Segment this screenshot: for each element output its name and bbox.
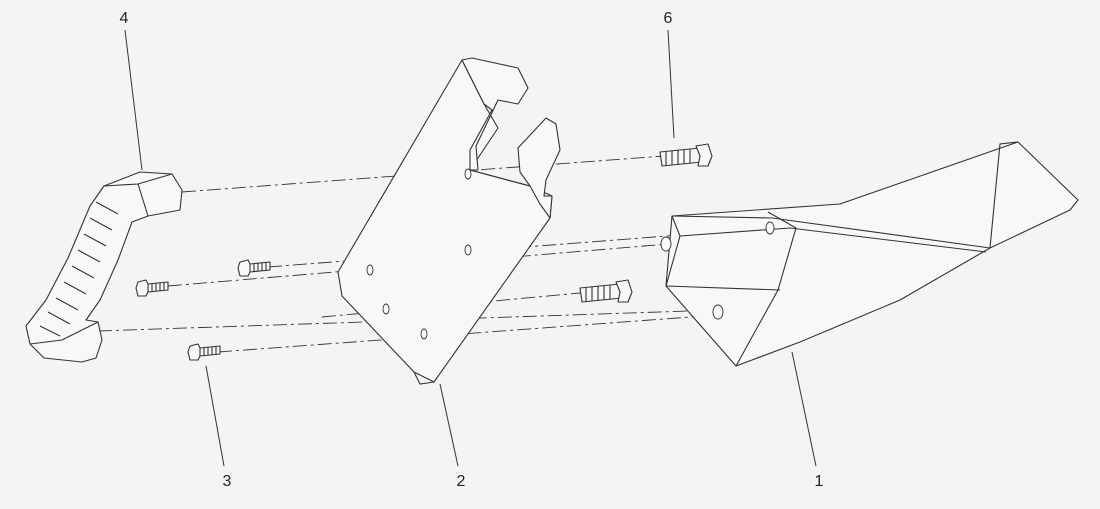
part-screw-bottom — [187, 343, 221, 361]
leader-line-4 — [124, 29, 143, 171]
mount-hole — [765, 221, 775, 235]
screw-head — [187, 343, 203, 361]
screw-threads — [253, 262, 267, 272]
bolt-threads — [665, 149, 691, 166]
bracket-hole — [382, 303, 390, 315]
bolt-head — [695, 143, 713, 167]
handle-bottom-face — [29, 321, 99, 345]
part-bolt-lower — [579, 279, 633, 303]
callout-1: 1 — [815, 473, 824, 490]
screw-shank — [199, 345, 221, 357]
handle-inner-edge — [137, 183, 149, 217]
leader-lines — [124, 29, 817, 467]
mount-lower-edge — [665, 285, 781, 291]
callout-3: 3 — [223, 473, 232, 490]
handle-body — [25, 171, 183, 363]
bracket-lower-tab — [517, 117, 561, 219]
part-screw-upper — [237, 259, 271, 277]
part-bolt-top — [659, 143, 713, 167]
part-mount — [660, 141, 1079, 367]
bracket-hole — [420, 328, 428, 340]
part-bracket — [337, 57, 561, 385]
mount-inner-fold — [679, 227, 987, 253]
mount-chute — [665, 141, 1079, 367]
leader-line-2 — [439, 383, 459, 467]
axis-line-handle-top — [181, 155, 665, 193]
screw-head — [237, 259, 253, 277]
mount-chute-tip — [989, 141, 1019, 249]
screw-threads — [203, 346, 217, 356]
bracket-hole — [464, 168, 472, 180]
bracket-bottom-lip — [413, 371, 435, 385]
mount-hole — [712, 304, 724, 320]
callout-4: 4 — [120, 10, 129, 27]
callouts: 4 6 3 2 1 — [120, 10, 824, 490]
part-screw-mid — [135, 279, 169, 297]
bolt-head — [615, 279, 633, 303]
screw-shank — [147, 281, 169, 293]
screw-shank — [249, 261, 271, 273]
leader-line-3 — [205, 365, 225, 467]
handle-grip-ridges — [39, 201, 119, 337]
mount-hole — [660, 236, 672, 252]
bolt-threads — [585, 285, 611, 302]
mount-left-flange — [665, 215, 681, 287]
callout-2: 2 — [457, 473, 466, 490]
bracket-hole — [366, 264, 374, 276]
screw-threads — [151, 282, 165, 292]
bracket-hole — [464, 244, 472, 256]
leader-line-6 — [667, 29, 675, 139]
bracket-plate — [337, 59, 553, 383]
mount-fold — [735, 211, 797, 367]
mount-top-edge — [671, 215, 991, 249]
bracket-upper-tab — [461, 57, 529, 171]
callout-6: 6 — [664, 10, 673, 27]
screw-head — [135, 279, 151, 297]
bracket-fold-line — [469, 169, 531, 187]
leader-line-1 — [791, 351, 817, 467]
part-handle — [25, 171, 183, 363]
